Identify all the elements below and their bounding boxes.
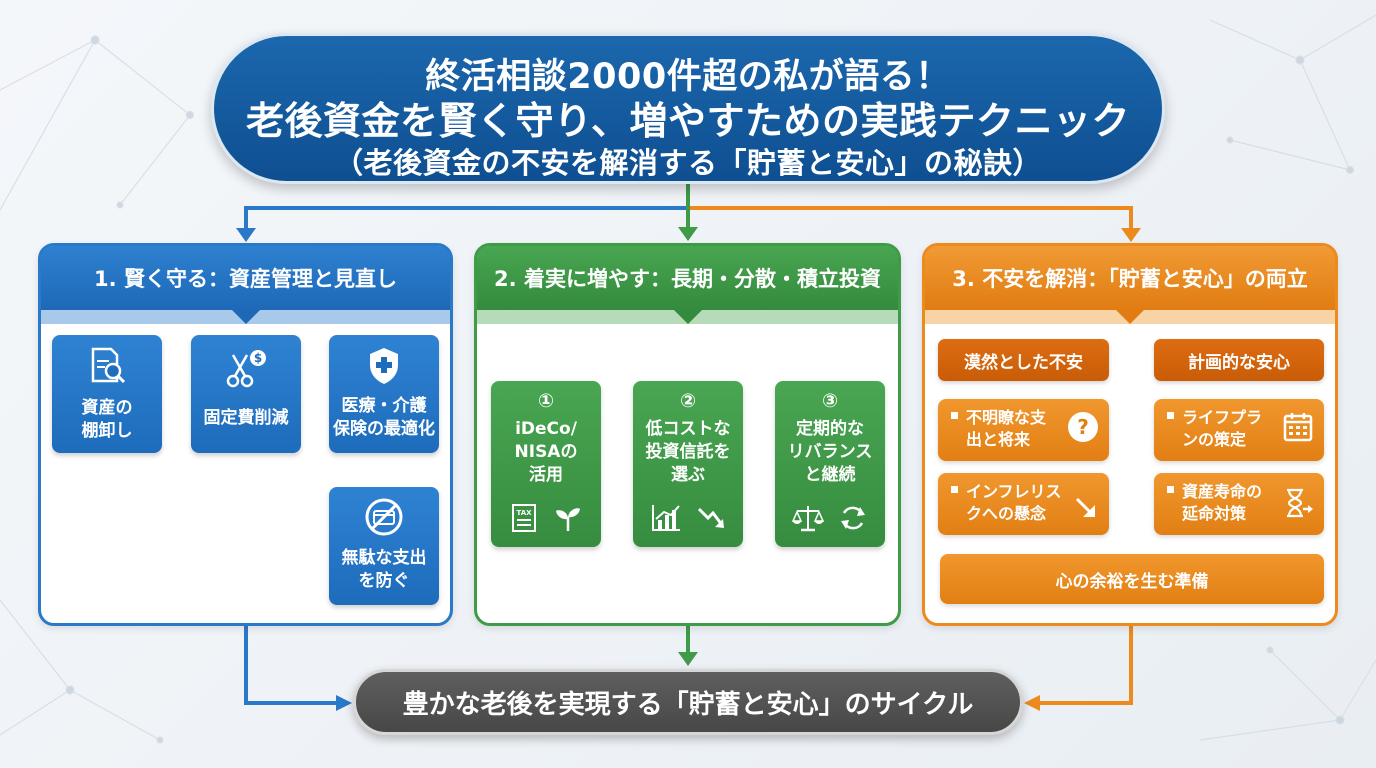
question-icon: ?	[1067, 411, 1099, 449]
step-low-cost-funds: ② 低コストな 投資信託を 選ぶ	[633, 381, 743, 547]
anxiety-item-inflation-risk-label: インフレリス クへの懸念	[966, 482, 1062, 523]
title-banner: 終活相談2000件超の私が語る！ 老後資金を賢く守り、増やすための実践テクニック…	[211, 33, 1165, 184]
step-ideco-nisa-number: ①	[537, 390, 555, 412]
calendar-icon	[1282, 411, 1314, 449]
bullet-marker	[1167, 412, 1174, 419]
no-card-icon	[329, 495, 439, 539]
anxiety-item-inflation-risk: インフレリス クへの懸念	[938, 473, 1109, 535]
svg-text:?: ?	[1077, 415, 1089, 439]
arrow-down-right-icon	[1073, 495, 1099, 527]
planned-security-header: 計画的な安心	[1154, 339, 1324, 381]
step-low-cost-funds-label: 低コストな 投資信託を 選ぶ	[645, 419, 731, 485]
security-item-life-plan-label: ライフプラ ンの策定	[1182, 408, 1263, 449]
step-rebalance: ③ 定期的な リバランス と継続	[775, 381, 885, 547]
anxiety-item-unclear-spending-label: 不明瞭な支 出と将来	[966, 408, 1047, 449]
bullet-marker	[1167, 486, 1174, 493]
anxiety-item-unclear-spending: 不明瞭な支 出と将来 ?	[938, 399, 1109, 461]
step-ideco-nisa-label: iDeCo/ NISAの 活用	[514, 419, 578, 485]
security-item-asset-longevity-label: 資産寿命の 延命対策	[1182, 482, 1263, 523]
tax-document-icon: TAX	[509, 503, 539, 537]
step-low-cost-funds-number: ②	[679, 390, 697, 412]
svg-text:$: $	[254, 351, 262, 365]
bullet-marker	[951, 486, 958, 493]
step-fixed-cost-reduction-label: 固定費削減	[203, 408, 289, 428]
step-asset-inventory-label: 資産の 棚卸し	[81, 398, 133, 441]
panel-relieve-notch	[1116, 310, 1144, 324]
panel-protect-notch	[231, 310, 260, 324]
step-rebalance-label: 定期的な リバランス と継続	[787, 419, 873, 485]
sprout-icon	[553, 503, 583, 537]
step-prevent-waste-label: 無駄な支出 を防ぐ	[341, 548, 427, 591]
document-search-icon	[52, 347, 162, 387]
panel-grow-notch	[673, 310, 702, 324]
security-item-life-plan: ライフプラ ンの策定	[1154, 399, 1324, 461]
mental-margin-banner: 心の余裕を生む準備	[940, 554, 1324, 604]
panel-grow-title: 2. 着実に増やす：長期・分散・積立投資	[477, 246, 898, 310]
panel-relieve-title: 3. 不安を解消：「貯蓄と安心」の両立	[925, 246, 1335, 310]
step-ideco-nisa: ① iDeCo/ NISAの 活用 TAX	[491, 381, 601, 547]
shield-plus-icon	[329, 345, 439, 387]
scissors-dollar-icon: $	[191, 347, 301, 391]
panel-protect-title: 1. 賢く守る：資産管理と見直し	[41, 246, 450, 310]
title-line-2: 老後資金を賢く守り、増やすための実践テクニック	[246, 99, 1130, 143]
step-rebalance-number: ③	[821, 390, 839, 412]
svg-text:TAX: TAX	[516, 509, 532, 517]
step-prevent-waste: 無駄な支出 を防ぐ	[329, 487, 439, 605]
title-line-3: （老後資金の不安を解消する「貯蓄と安心」の秘訣）	[333, 146, 1042, 180]
bullet-marker	[951, 412, 958, 419]
bar-chart-icon	[650, 503, 682, 537]
trend-down-icon	[696, 503, 726, 537]
step-asset-inventory: 資産の 棚卸し	[52, 335, 162, 453]
vague-anxiety-header: 漠然とした不安	[938, 339, 1109, 381]
hourglass-arrow-icon	[1282, 487, 1314, 525]
balance-scale-icon	[791, 503, 825, 537]
step-fixed-cost-reduction: $ 固定費削減	[191, 335, 301, 453]
title-line-1: 終活相談2000件超の私が語る！	[425, 57, 951, 97]
refresh-icon	[838, 503, 868, 537]
security-item-asset-longevity: 資産寿命の 延命対策	[1154, 473, 1324, 535]
step-insurance-optimization: 医療・介護 保険の最適化	[329, 335, 439, 453]
cycle-banner: 豊かな老後を実現する「貯蓄と安心」のサイクル	[353, 669, 1023, 735]
step-insurance-optimization-label: 医療・介護 保険の最適化	[333, 396, 435, 439]
